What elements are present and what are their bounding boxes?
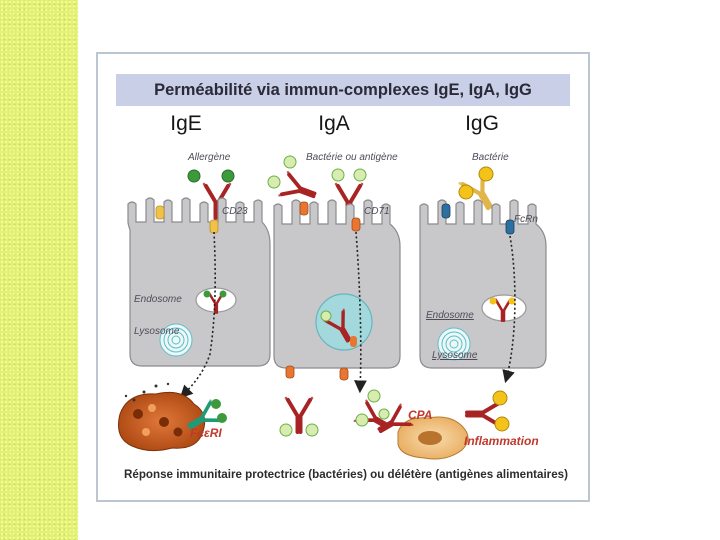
ige-cell <box>127 197 271 367</box>
figure-title-bar: Perméabilité via immun-complexes IgE, Ig… <box>116 74 570 106</box>
figure-caption: Réponse immunitaire protectrice (bactéri… <box>124 468 568 481</box>
fcrn-receptor-left <box>441 203 451 219</box>
column-heading-iga: IgA <box>318 112 350 135</box>
ige-endosome <box>195 287 237 314</box>
figure-title: Perméabilité via immun-complexes IgE, Ig… <box>154 80 532 99</box>
cd71-receptor-left <box>299 201 309 216</box>
apc-bound-antibody-left <box>372 402 415 443</box>
label-cpa: CPA <box>408 408 433 422</box>
diagram-artwork <box>118 155 547 460</box>
igg-bacteria-complex <box>459 166 501 214</box>
diagram-figure: Perméabilité via immun-complexes IgE, Ig… <box>96 52 590 502</box>
label-fceri: FcεRI <box>190 426 222 440</box>
iga-vesicle <box>315 293 373 351</box>
label-endosome-ige: Endosome <box>134 294 182 305</box>
label-bacterie-antigene: Bactérie ou antigène <box>306 152 398 163</box>
label-bacterie: Bactérie <box>472 152 509 163</box>
column-heading-igg: IgG <box>465 112 499 135</box>
mast-cell <box>118 382 206 452</box>
label-inflammation: Inflammation <box>464 434 539 448</box>
label-allergene: Allergène <box>188 152 231 163</box>
label-cd71: CD71 <box>364 206 390 217</box>
igg-transport-arrow <box>502 235 516 384</box>
ige-transport-arrow <box>179 231 216 399</box>
column-heading-ige: IgE <box>170 112 202 135</box>
ige-lysosome <box>159 323 193 357</box>
fcrn-receptor-right <box>505 219 515 235</box>
igg-lysosome <box>437 327 471 361</box>
iga-released-complex-1 <box>279 398 319 437</box>
iga-released-complex-2 <box>352 389 395 439</box>
label-lysosome-ige: Lysosome <box>134 326 180 337</box>
cd71-receptor-right <box>351 217 361 232</box>
label-fcrn: FcRn <box>514 214 538 225</box>
iga-antigen-complex-2 <box>331 168 367 218</box>
label-lysosome-igg: Lysosome <box>432 350 478 361</box>
fceri-bound-ige <box>182 398 227 439</box>
label-endosome-igg: Endosome <box>426 310 474 321</box>
label-cd23: CD23 <box>222 206 248 217</box>
cd23-receptor-right <box>209 219 219 234</box>
igg-released-complex <box>467 390 510 432</box>
decorative-side-band <box>0 0 78 540</box>
cd23-receptor-left <box>155 205 165 220</box>
apc-cell <box>397 416 469 460</box>
igg-endosome <box>481 294 527 322</box>
cd71-basal-2 <box>339 367 349 381</box>
iga-transport-arrow <box>354 231 367 394</box>
ige-allergen-complex <box>187 169 235 218</box>
iga-antigen-complex-1 <box>267 155 321 209</box>
cd71-basal-1 <box>285 365 295 379</box>
